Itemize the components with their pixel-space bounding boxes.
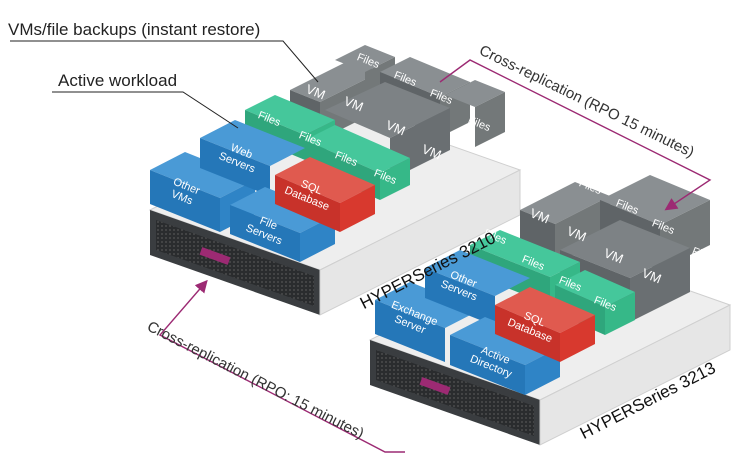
files-block [245,95,335,135]
blue-block [200,138,270,196]
blue-block [150,170,220,232]
red-block [495,305,560,362]
blue-block [375,282,480,328]
backup-block [335,45,395,72]
backup-block [560,220,690,278]
blue-block [525,347,560,395]
callout-leader-active [52,91,239,129]
blue-block [450,335,525,395]
backup-block [290,60,380,102]
files-block [470,230,580,277]
blue-block [450,317,560,365]
files-block [555,270,635,307]
red-block [560,315,595,362]
vm-block-label: VM [565,223,589,244]
backup-block [475,92,505,147]
callout-active: Active workload [58,71,178,90]
backup-block [600,175,710,225]
blue-block [150,152,255,198]
replication-arrow-top [439,59,712,211]
vm-block-label: VM [420,141,444,162]
server-unit-3210 [148,45,522,316]
backup-block [380,57,470,97]
replication-arrow-bottom [158,279,405,453]
vm-block-label: VM [640,265,664,286]
blue-block [230,187,335,233]
blue-block [300,215,335,262]
chassis-vent [376,350,534,436]
blue-block [200,120,305,166]
files-block [605,292,635,335]
backup-block [325,82,450,138]
blue-block [425,268,495,326]
red-block [340,185,375,232]
vm-block-label: VM [342,93,366,114]
blue-block [375,300,445,362]
vm-block-label: VM [602,245,626,266]
callout-leader-backup [10,40,319,83]
vm-block-label: VM [384,117,408,138]
red-block [495,287,595,333]
red-block [275,157,375,203]
server-unit-3213 [368,175,732,446]
backup-block [630,248,690,322]
backup-block [520,182,610,224]
vm-block-label: VM [304,81,328,102]
files-block [380,158,410,200]
chassis-vent [156,220,314,306]
backup-block [445,80,505,107]
chassis-brand-badge [419,377,451,395]
chassis-brand-badge [199,247,231,265]
block-labels: OtherVMsWebServersFileServersSQLDatabase… [169,51,716,381]
callout-backup: VMs/file backups (instant restore) [8,20,261,39]
blue-block [425,250,530,296]
files-block [305,125,410,173]
vm-block-label: VM [528,205,552,226]
blue-block [230,205,300,262]
backup-files-label: Files [690,245,716,265]
red-block [275,175,340,232]
chassis-side [539,304,731,446]
